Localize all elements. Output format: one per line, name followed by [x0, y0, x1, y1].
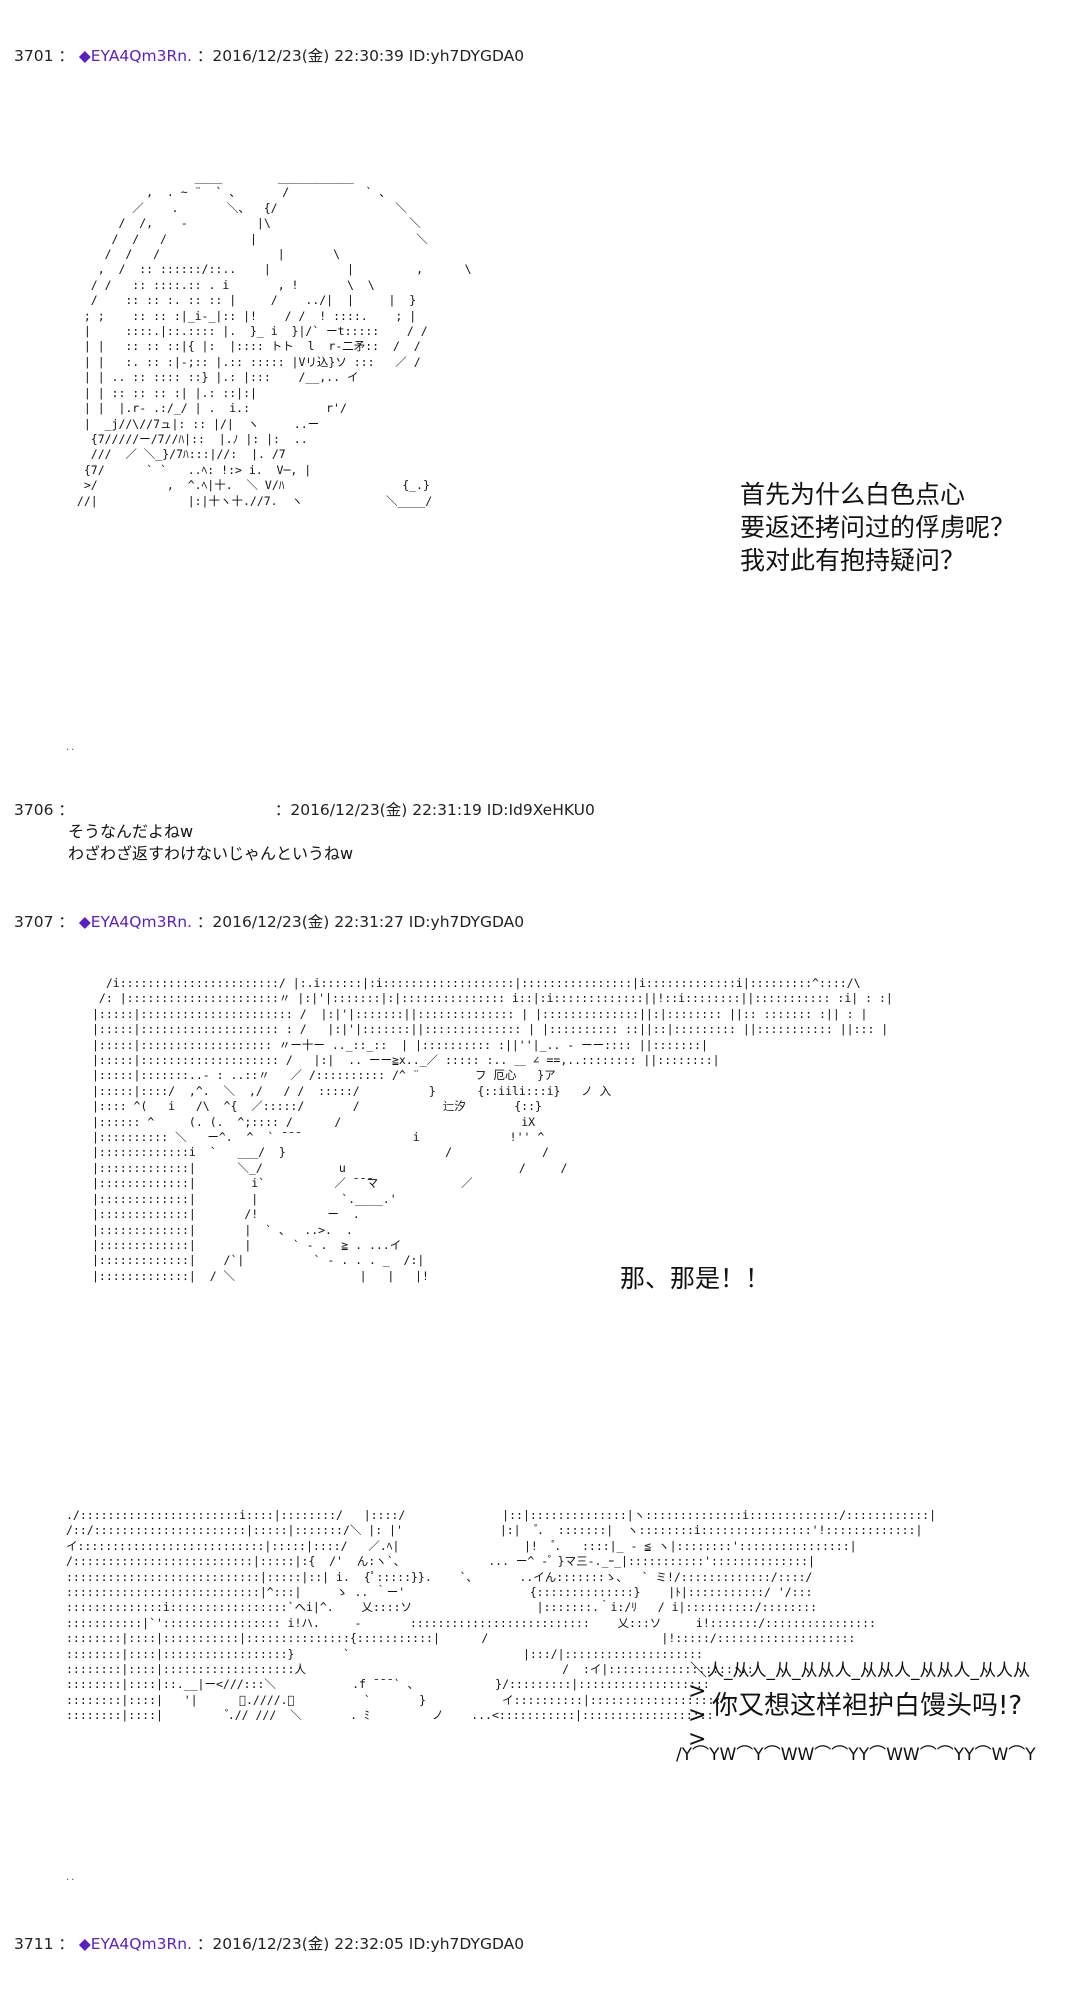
dialog-text-3707-a: 那、那是！！: [620, 1264, 771, 1293]
post-separator: ：: [58, 913, 74, 931]
poster-name[interactable]: ◆EYA4Qm3Rn.: [78, 913, 192, 931]
dialog-text-3701: 首先为什么白色点心 要返还拷问过的俘虏呢？ 我对此有抱持疑问？: [740, 480, 1016, 575]
post-meta: ：2016/12/23(金) 22:32:05 ID:yh7DYGDA0: [196, 1935, 525, 1953]
post-separator: ：: [58, 47, 74, 65]
post-header-3706: 3706 ： ：2016/12/23(金) 22:31:19 ID:Id9XeH…: [14, 800, 595, 820]
post-separator: ：: [58, 1935, 74, 1953]
post-separator: ：: [58, 801, 74, 819]
post-number: 3707: [14, 913, 54, 931]
separator-dots: ..: [66, 742, 77, 753]
separator-dots: ..: [66, 1872, 77, 1883]
post-meta: ：2016/12/23(金) 22:31:19 ID:Id9XeHKU0: [274, 801, 595, 819]
post-meta: ：2016/12/23(金) 22:31:27 ID:yh7DYGDA0: [196, 913, 525, 931]
post-header-3707: 3707 ： ◆EYA4Qm3Rn. ：2016/12/23(金) 22:31:…: [14, 912, 524, 932]
post-number: 3711: [14, 1935, 54, 1953]
post-number: 3701: [14, 47, 54, 65]
post-number: 3706: [14, 801, 54, 819]
poster-name[interactable]: ◆EYA4Qm3Rn.: [78, 1935, 192, 1953]
dialog-text-3707-b: 你又想这样袒护白馒头吗!?: [712, 1691, 1023, 1721]
poster-name[interactable]: ◆EYA4Qm3Rn.: [78, 47, 192, 65]
post-header-3701: 3701 ： ◆EYA4Qm3Rn. ：2016/12/23(金) 22:30:…: [14, 46, 524, 66]
ascii-art-3707-a: /i:::::::::::::::::::::::/ |:.i::::::|:i…: [92, 976, 893, 1283]
post-meta: ：2016/12/23(金) 22:30:39 ID:yh7DYGDA0: [196, 47, 525, 65]
shout-border-top: ＼人_从人_从_从从人_从从人_从从人_从人从: [690, 1661, 1030, 1681]
reply-body-3706: そうなんだよねw わざわざ返すわけないじゃんというねw: [68, 822, 354, 863]
shout-border-side: > > >: [688, 1679, 707, 1752]
ascii-art-3701: ____ ___________ , . ~ ¨ ` 、 / ` 、 ／ . ＼…: [76, 170, 472, 508]
post-header-3711: 3711 ： ◆EYA4Qm3Rn. ：2016/12/23(金) 22:32:…: [14, 1934, 524, 1954]
ascii-art-3707-b: ./:::::::::::::::::::::::i::::|::::::::/…: [66, 1508, 937, 1723]
shout-border-bottom: /Y⌒YW⌒Y⌒WW⌒⌒YY⌒WW⌒⌒YY⌒W⌒Y: [676, 1745, 1036, 1765]
